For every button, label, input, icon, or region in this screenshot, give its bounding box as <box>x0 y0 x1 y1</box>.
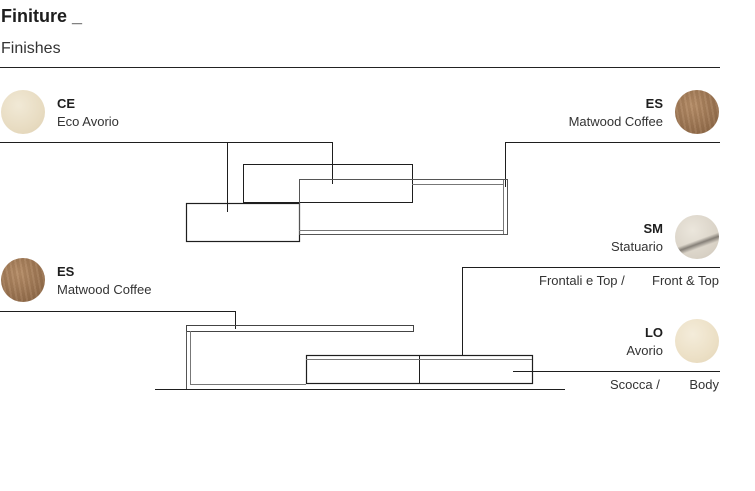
page-subtitle: Finishes <box>1 40 61 57</box>
finish-code-sm: SM <box>643 221 664 236</box>
caption-front-top-en: Front & Top <box>652 273 719 288</box>
page-title: Finiture _ <box>1 6 83 26</box>
finish-code-es-left: ES <box>57 264 75 279</box>
finish-code-lo: LO <box>644 325 663 340</box>
finish-name-es-top: Matwood Coffee <box>568 114 663 129</box>
lower-base-cabinet <box>305 354 534 385</box>
upper-cabinet-bottom <box>185 202 301 243</box>
lower-top-shelf <box>186 325 414 332</box>
finish-name-sm: Statuario <box>610 239 663 254</box>
finish-swatch-ce <box>1 90 45 134</box>
header-divider <box>0 67 720 68</box>
finish-code-ce: CE <box>57 96 76 111</box>
finish-name-lo: Avorio <box>626 343 663 358</box>
upper-shelf-frame <box>299 179 508 235</box>
finish-swatch-sm <box>675 215 719 259</box>
finish-name-es-left: Matwood Coffee <box>57 282 152 297</box>
finish-code-es-top: ES <box>645 96 663 111</box>
finish-swatch-lo <box>675 319 719 363</box>
finish-swatch-es-left <box>1 258 45 302</box>
finish-swatch-es-top <box>675 90 719 134</box>
caption-body-en: Body <box>689 377 719 392</box>
caption-front-top-it: Frontali e Top / <box>539 273 625 288</box>
upper-cabinet-top <box>243 164 413 203</box>
finish-name-ce: Eco Avorio <box>57 114 119 129</box>
caption-body-it: Scocca / <box>610 377 660 392</box>
